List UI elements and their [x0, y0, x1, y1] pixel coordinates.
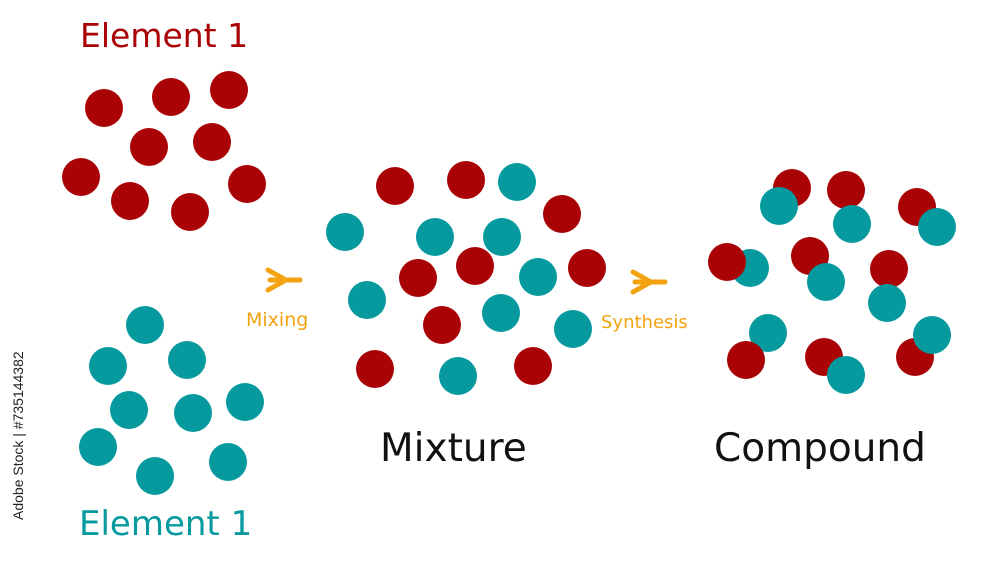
red-atom [827, 171, 865, 209]
teal-atom [79, 428, 117, 466]
teal-atom [483, 218, 521, 256]
red-atom [399, 259, 437, 297]
teal-atom [174, 394, 212, 432]
red-atom [870, 250, 908, 288]
teal-atom [913, 316, 951, 354]
red-atom [423, 306, 461, 344]
red-atom [85, 89, 123, 127]
teal-atom [416, 218, 454, 256]
teal-atom [89, 347, 127, 385]
red-atom [130, 128, 168, 166]
teal-atom [226, 383, 264, 421]
red-atom [376, 167, 414, 205]
teal-atom [833, 205, 871, 243]
teal-atom [110, 391, 148, 429]
red-atom [514, 347, 552, 385]
compound-particles [708, 169, 956, 394]
teal-atom [519, 258, 557, 296]
red-atom [543, 195, 581, 233]
teal-atom [498, 163, 536, 201]
synthesis-arrow-icon [630, 269, 668, 295]
element-red-title: Element 1 [80, 16, 249, 55]
synthesis-label: Synthesis [601, 312, 688, 333]
element-teal-title: Element 1 [79, 504, 253, 544]
red-atom [62, 158, 100, 196]
teal-atom [918, 208, 956, 246]
teal-atom [827, 356, 865, 394]
red-atom [210, 71, 248, 109]
teal-atom [168, 341, 206, 379]
red-atom [193, 123, 231, 161]
teal-atom [209, 443, 247, 481]
red-atom [171, 193, 209, 231]
teal-atom [749, 314, 787, 352]
mixture-title: Mixture [380, 426, 527, 471]
teal-atom [760, 187, 798, 225]
red-atom [228, 165, 266, 203]
red-atom [356, 350, 394, 388]
teal-atom [868, 284, 906, 322]
red-atom [111, 182, 149, 220]
teal-atom [348, 281, 386, 319]
red-atom [447, 161, 485, 199]
stock-watermark-text: Adobe Stock | #735144382 [10, 351, 26, 520]
compound-title: Compound [714, 426, 926, 471]
red-atom [568, 249, 606, 287]
teal-atom [126, 306, 164, 344]
mixture-particles [326, 161, 606, 395]
red-atom [456, 247, 494, 285]
teal-atom [326, 213, 364, 251]
teal-atom [807, 263, 845, 301]
element-red-particles [62, 71, 266, 231]
red-atom [152, 78, 190, 116]
teal-atom [136, 457, 174, 495]
element-teal-particles [79, 306, 264, 495]
red-atom [727, 341, 765, 379]
teal-atom [439, 357, 477, 395]
mixing-arrow-icon [265, 267, 303, 293]
mixing-label: Mixing [246, 309, 309, 331]
teal-atom [482, 294, 520, 332]
red-atom [708, 243, 746, 281]
teal-atom [554, 310, 592, 348]
